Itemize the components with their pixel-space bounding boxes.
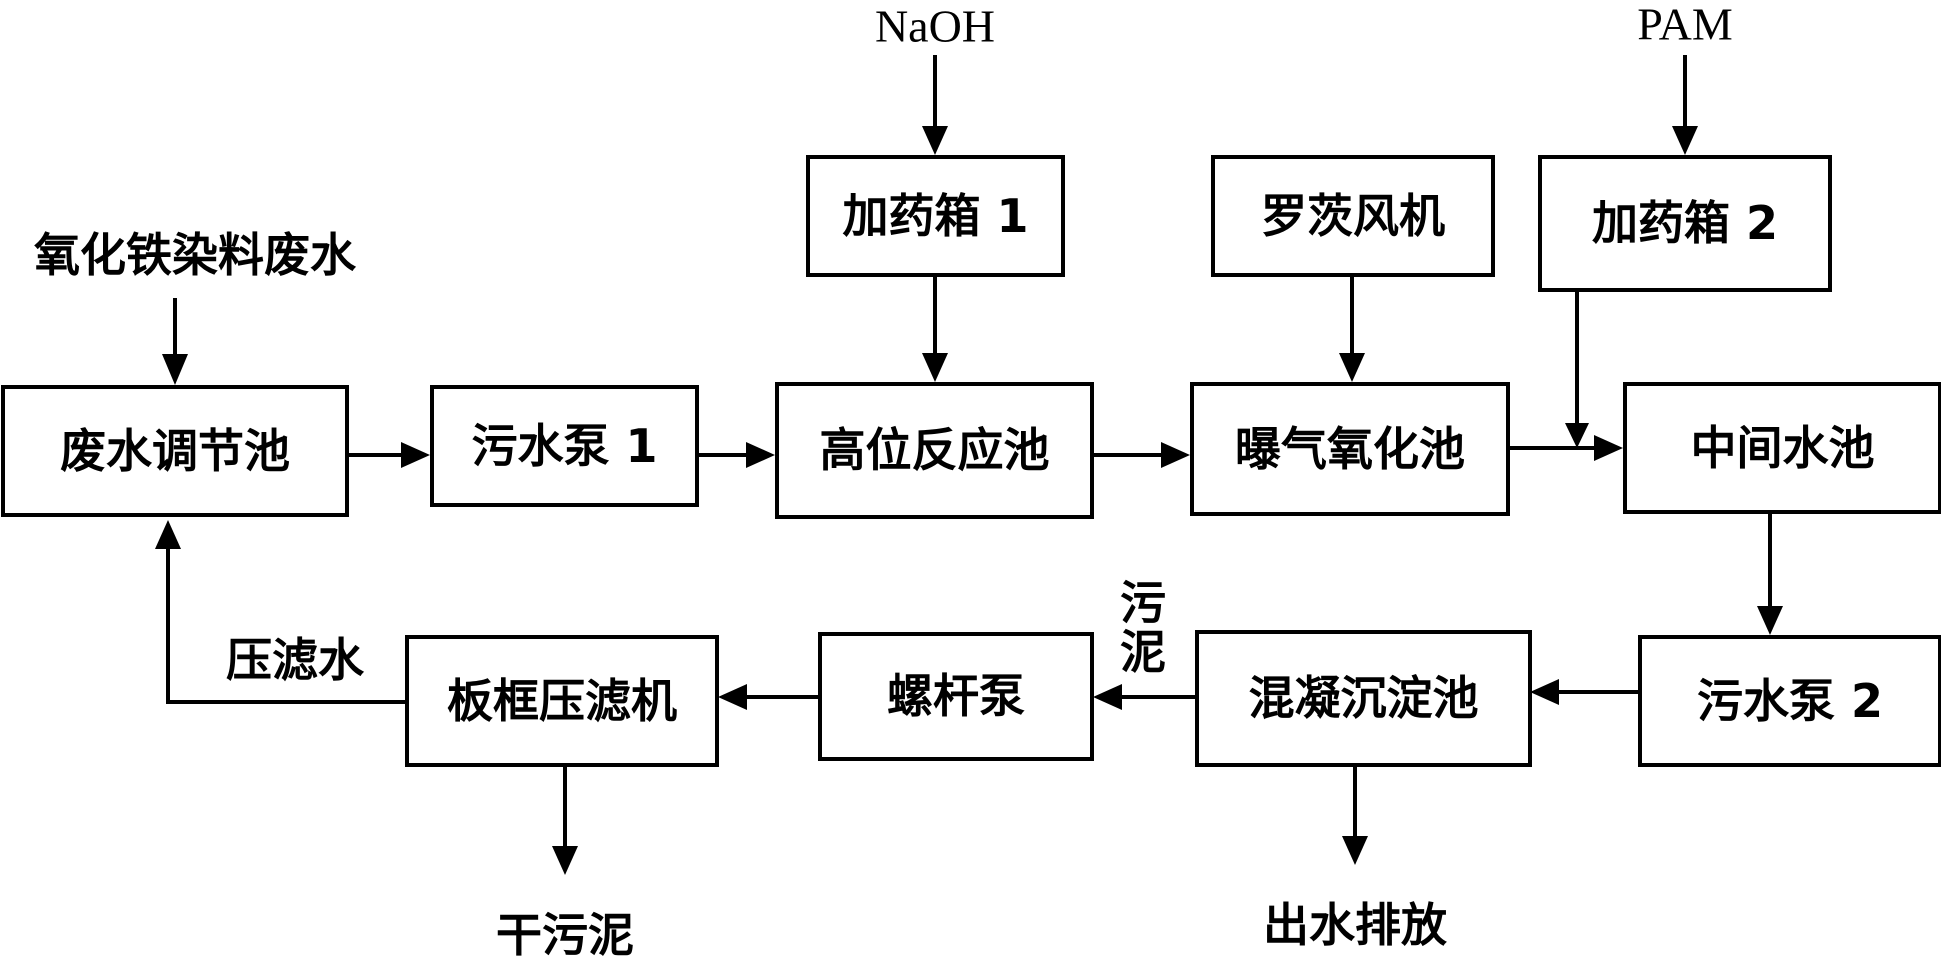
raw-wastewater-label: 氧化铁染料废水 <box>34 228 357 282</box>
sludge-label-char-2: 泥 <box>1120 625 1166 679</box>
arrowhead <box>718 684 747 710</box>
roots-blower: 罗茨风机 <box>1211 155 1495 277</box>
dosing-tank-1: 加药箱 1 <box>806 155 1065 277</box>
dry-sludge-label: 干污泥 <box>496 908 634 962</box>
dosing-tank-1-label: 加药箱 1 <box>842 189 1028 243</box>
arrowhead <box>922 353 948 382</box>
aeration-oxidation-tank-label: 曝气氧化池 <box>1235 422 1465 476</box>
coagulation-sedimentation-tank: 混凝沉淀池 <box>1195 630 1532 767</box>
arrowhead <box>1565 423 1589 448</box>
arrowhead <box>746 442 775 468</box>
coagulation-sedimentation-tank-label: 混凝沉淀池 <box>1249 671 1479 725</box>
plate-frame-filter-press-label: 板框压滤机 <box>447 674 677 728</box>
regulating-tank-label: 废水调节池 <box>60 424 290 478</box>
sludge-label-char-1: 污 <box>1120 576 1166 630</box>
arrowhead <box>1672 126 1698 155</box>
sewage-pump-1-label: 污水泵 1 <box>471 419 657 473</box>
regulating-tank: 废水调节池 <box>1 385 349 517</box>
naoh-input-label: NaOH <box>875 1 995 52</box>
intermediate-pool-label: 中间水池 <box>1691 421 1875 475</box>
effluent-discharge-label: 出水排放 <box>1263 898 1447 952</box>
filtrate-return-line <box>166 545 407 704</box>
intermediate-pool: 中间水池 <box>1623 382 1941 514</box>
connectors <box>166 55 1772 850</box>
arrowhead <box>1530 679 1559 705</box>
screw-pump: 螺杆泵 <box>818 632 1094 761</box>
aeration-oxidation-tank: 曝气氧化池 <box>1190 382 1510 516</box>
arrowhead <box>155 520 181 549</box>
sewage-pump-2: 污水泵 2 <box>1638 635 1941 767</box>
filtrate-water-label: 压滤水 <box>226 633 365 687</box>
arrowheads <box>155 126 1783 875</box>
arrowhead <box>401 442 430 468</box>
roots-blower-label: 罗茨风机 <box>1261 189 1445 243</box>
high-reaction-tank: 高位反应池 <box>775 382 1094 519</box>
arrowhead <box>922 126 948 155</box>
arrowhead <box>1594 435 1623 461</box>
arrowhead <box>1093 684 1122 710</box>
pam-input-label: PAM <box>1637 0 1732 50</box>
dosing-tank-2: 加药箱 2 <box>1538 155 1832 292</box>
dosing-tank-2-label: 加药箱 2 <box>1592 196 1778 250</box>
arrowhead <box>162 354 188 385</box>
arrowhead <box>1161 442 1190 468</box>
screw-pump-label: 螺杆泵 <box>887 669 1025 723</box>
sewage-pump-1: 污水泵 1 <box>430 385 699 507</box>
sewage-pump-2-label: 污水泵 2 <box>1697 674 1883 728</box>
arrowhead <box>1342 836 1368 865</box>
arrowhead <box>1339 353 1365 382</box>
arrowhead <box>552 846 578 875</box>
arrowhead <box>1757 606 1783 635</box>
plate-frame-filter-press: 板框压滤机 <box>405 635 719 767</box>
high-reaction-tank-label: 高位反应池 <box>820 423 1050 477</box>
